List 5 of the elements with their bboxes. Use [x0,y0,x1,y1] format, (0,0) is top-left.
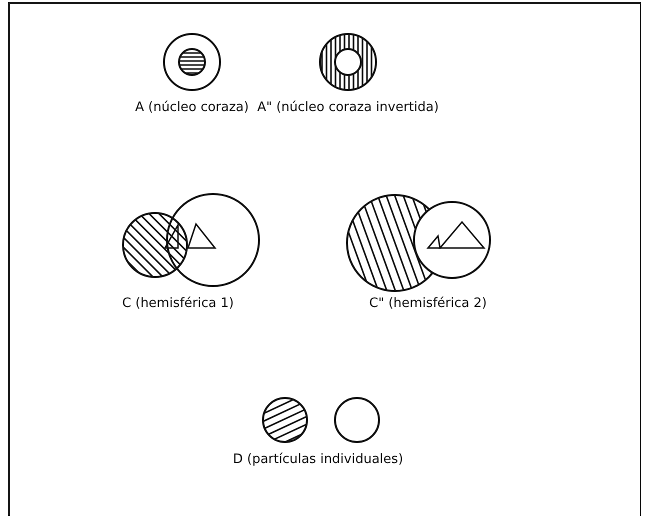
figure-caption: A (núcleo coraza) [135,100,249,115]
figure-caption: C (hemisférica 1) [122,296,234,311]
figure-caption: A" (núcleo coraza invertida) [257,100,439,115]
figure-caption: D (partículas individuales) [232,452,404,467]
figure-caption: C" (hemisférica 2) [369,296,487,311]
